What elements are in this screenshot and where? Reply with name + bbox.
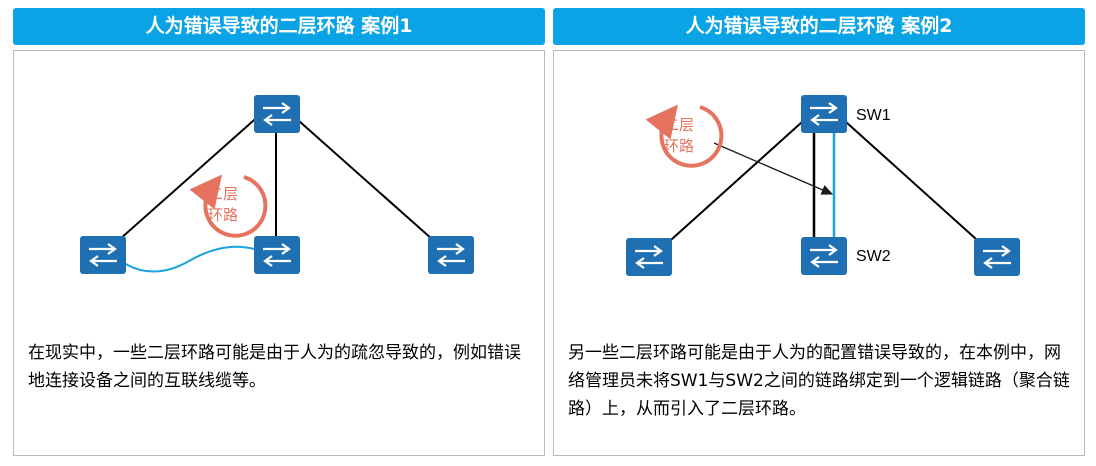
case1-loop-indicator: 二层 环路	[189, 174, 268, 238]
loop-label-line1: 二层	[208, 185, 238, 203]
switch-sw1-icon	[801, 95, 847, 133]
pointer-arrow-icon	[713, 142, 834, 195]
loop-arrow-icon	[189, 174, 268, 238]
case2-title: 人为错误导致的二层环路 案例2	[553, 8, 1085, 45]
sw2-label: SW2	[856, 248, 891, 265]
case2-loop-indicator: 二层 环路	[645, 104, 724, 168]
case1-box: 二层 环路 在现实中，一些二层环路可能是由于人为的疏忽导致的，例如错误地连接设备…	[13, 50, 545, 456]
erroneous-cable	[123, 245, 255, 273]
switch-sw2-icon	[801, 237, 847, 275]
sw1-label: SW1	[856, 107, 891, 124]
case1-links	[101, 112, 451, 273]
switch-left-icon	[626, 238, 672, 276]
case1-diagram: 二层 环路	[80, 95, 474, 274]
switch-right-icon	[428, 236, 474, 274]
case2-links	[651, 112, 997, 258]
loop-label-line2: 环路	[664, 137, 694, 155]
loop-arrow-icon	[645, 104, 724, 168]
case2-panel: 人为错误导致的二层环路 案例2	[553, 8, 1085, 456]
switch-left-icon	[80, 236, 126, 274]
case2-diagram: SW1 SW2 二层 环路	[626, 95, 1020, 276]
loop-label-line2: 环路	[208, 206, 238, 224]
case2-description: 另一些二层环路可能是由于人为的配置错误导致的，在本例中，网络管理员未将SW1与S…	[568, 343, 1070, 419]
link-top-left	[101, 112, 263, 256]
case1-panel: 人为错误导致的二层环路 案例1	[13, 8, 545, 456]
switch-top-icon	[254, 95, 300, 133]
case1-title: 人为错误导致的二层环路 案例1	[13, 8, 545, 45]
switch-right-icon	[974, 238, 1020, 276]
link-top-right	[289, 112, 451, 256]
case1-description: 在现实中，一些二层环路可能是由于人为的疏忽导致的，例如错误地连接设备之间的互联线…	[28, 343, 521, 391]
loop-label-line1: 二层	[664, 116, 694, 134]
link-sw1-right	[835, 112, 997, 258]
link-sw1-left	[651, 112, 813, 258]
switch-middle-icon	[254, 236, 300, 274]
case2-box: SW1 SW2 二层 环路 另一些二层环路可能是由于人为的配置错误导致的，在本例…	[553, 50, 1085, 456]
